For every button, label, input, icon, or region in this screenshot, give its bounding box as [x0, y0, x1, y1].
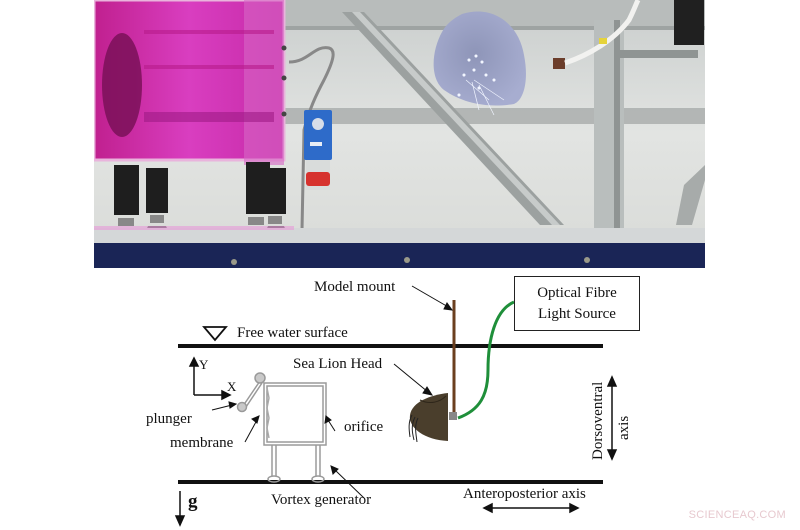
label-leader-arrows — [211, 285, 454, 499]
watermark: SCIENCEAQ.COM — [688, 509, 786, 521]
label-axis-x: X — [227, 379, 237, 394]
label-model-mount: Model mount — [314, 279, 396, 295]
optical-fibre-light-source-box: Optical Fibre Light Source — [514, 276, 640, 331]
label-axis-y: Y — [199, 357, 209, 372]
gravity-arrow-icon — [174, 491, 186, 527]
dorsoventral-arrow-icon — [606, 375, 618, 461]
label-anteroposterior-axis: Anteroposterior axis — [463, 486, 586, 502]
label-gravity: g — [188, 491, 198, 512]
experiment-photo — [94, 0, 705, 268]
label-vortex-generator: Vortex generator — [271, 492, 372, 508]
label-orifice: orifice — [344, 419, 384, 435]
vortex-generator-shape — [236, 372, 327, 483]
label-free-water-surface: Free water surface — [237, 325, 348, 341]
label-dorsoventral: Dorsoventral — [590, 381, 606, 460]
label-membrane: membrane — [170, 435, 234, 451]
xy-axes-icon — [188, 356, 232, 401]
schematic-diagram — [174, 285, 618, 527]
water-surface-triangle-icon — [202, 326, 228, 342]
label-light-source: Light Source — [538, 306, 616, 322]
photo-scene — [94, 0, 705, 268]
sea-lion-head-shape — [408, 393, 457, 443]
label-plunger: plunger — [146, 411, 192, 427]
optical-fibre-cable — [457, 300, 515, 420]
label-optical-fibre: Optical Fibre — [537, 285, 617, 301]
anteroposterior-arrow-icon — [482, 502, 580, 514]
label-sea-lion-head: Sea Lion Head — [293, 356, 383, 372]
label-dorsoventral-axis: axis — [616, 415, 632, 440]
